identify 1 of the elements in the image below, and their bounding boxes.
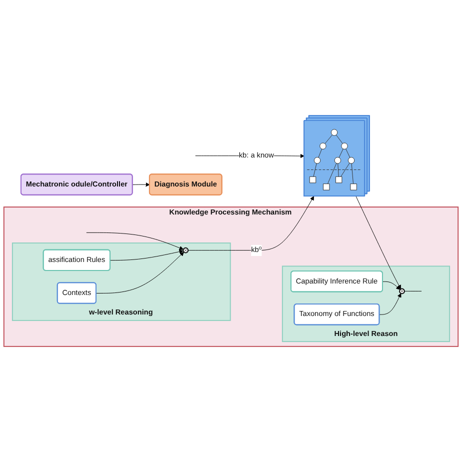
connector	[404, 290, 422, 292]
